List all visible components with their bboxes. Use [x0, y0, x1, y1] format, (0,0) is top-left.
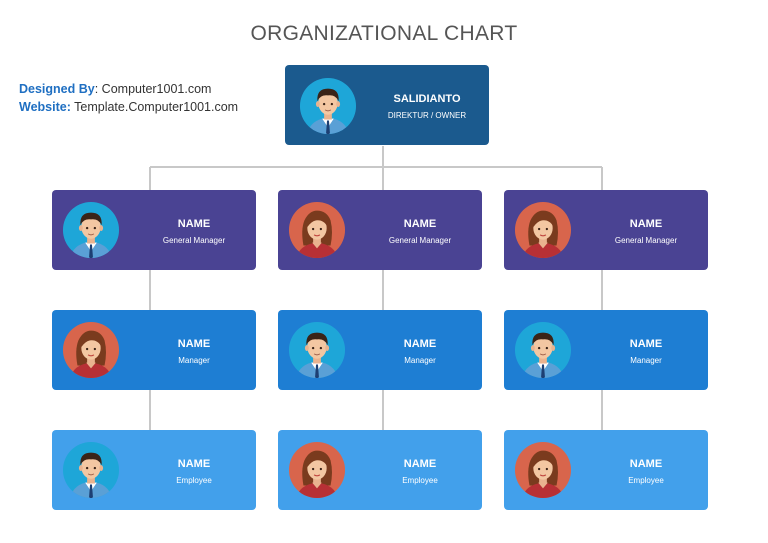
male-avatar-icon [62, 441, 120, 499]
employee-role: Employee [402, 476, 438, 485]
female-avatar-icon [514, 441, 572, 499]
general-manager-name: NAME [629, 218, 663, 230]
owner-role: DIREKTUR / OWNER [387, 111, 467, 120]
general-manager-role: General Manager [614, 236, 678, 245]
female-avatar-icon [288, 201, 346, 259]
manager-name: NAME [629, 338, 663, 350]
employee-name: NAME [629, 458, 663, 470]
employee-card[interactable]: NAME Employee [504, 430, 708, 510]
general-manager-role: General Manager [162, 236, 226, 245]
female-avatar-icon [288, 441, 346, 499]
manager-card[interactable]: NAME Manager [52, 310, 256, 390]
employee-name: NAME [177, 458, 211, 470]
website-value: Template.Computer1001.com [74, 100, 239, 114]
website-label: Website: [19, 100, 71, 114]
credits: Designed By: Computer1001.com Website: T… [19, 80, 238, 116]
owner-name: SALIDIANTO [393, 93, 461, 105]
owner-card[interactable]: SALIDIANTO DIREKTUR / OWNER [285, 65, 489, 145]
designed-by-value: Computer1001.com [101, 82, 212, 96]
manager-role: Manager [630, 356, 662, 365]
manager-card[interactable]: NAME Manager [278, 310, 482, 390]
manager-role: Manager [404, 356, 436, 365]
male-avatar-icon [514, 321, 572, 379]
female-avatar-icon [62, 321, 120, 379]
manager-name: NAME [403, 338, 437, 350]
designed-by-label: Designed By [19, 82, 95, 96]
employee-card[interactable]: NAME Employee [52, 430, 256, 510]
general-manager-role: General Manager [388, 236, 452, 245]
manager-name: NAME [177, 338, 211, 350]
male-avatar-icon [288, 321, 346, 379]
employee-card[interactable]: NAME Employee [278, 430, 482, 510]
employee-name: NAME [403, 458, 437, 470]
manager-card[interactable]: NAME Manager [504, 310, 708, 390]
general-manager-name: NAME [177, 218, 211, 230]
general-manager-name: NAME [403, 218, 437, 230]
female-avatar-icon [514, 201, 572, 259]
manager-role: Manager [178, 356, 210, 365]
employee-role: Employee [628, 476, 664, 485]
general-manager-card[interactable]: NAME General Manager [278, 190, 482, 270]
employee-role: Employee [176, 476, 212, 485]
designed-by-line: Designed By: Computer1001.com [19, 82, 212, 96]
page-title: ORGANIZATIONAL CHART [250, 22, 518, 45]
general-manager-card[interactable]: NAME General Manager [52, 190, 256, 270]
male-avatar-icon [299, 77, 357, 135]
male-avatar-icon [62, 201, 120, 259]
general-manager-card[interactable]: NAME General Manager [504, 190, 708, 270]
website-line: Website: Template.Computer1001.com [19, 98, 238, 116]
